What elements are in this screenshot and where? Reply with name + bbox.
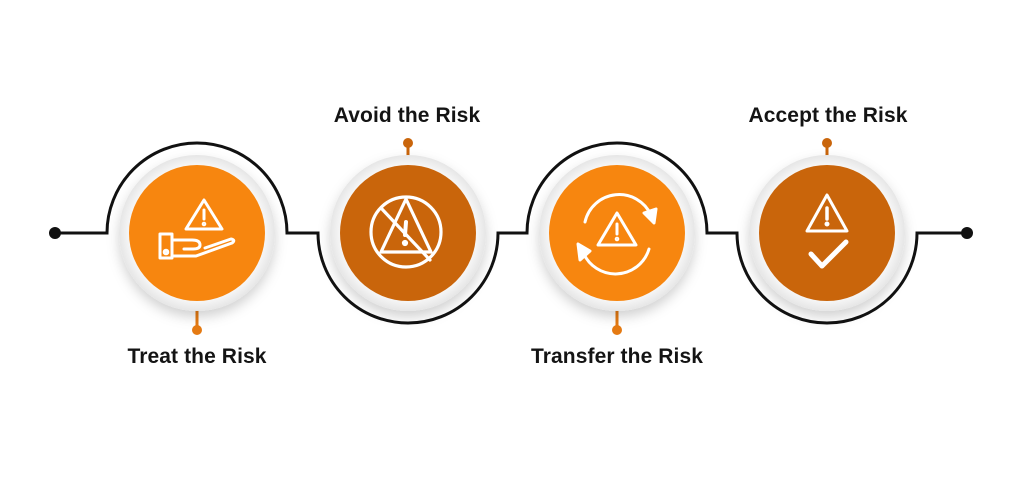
label-accept: Accept the Risk (748, 104, 908, 127)
transfer-warning-icon (576, 193, 658, 276)
hand-warning-icon (158, 198, 236, 260)
label-treat: Treat the Risk (127, 345, 267, 368)
step-treat (119, 155, 275, 335)
flow-line (55, 141, 967, 325)
label-transfer: Transfer the Risk (530, 345, 704, 368)
step-transfer (539, 155, 695, 335)
end-dot (961, 227, 973, 239)
step-accept (749, 138, 905, 311)
label-avoid: Avoid the Risk (333, 104, 481, 127)
step-avoid (330, 138, 486, 311)
no-warning-icon (369, 195, 443, 269)
warning-check-icon (805, 193, 849, 269)
start-dot (49, 227, 61, 239)
